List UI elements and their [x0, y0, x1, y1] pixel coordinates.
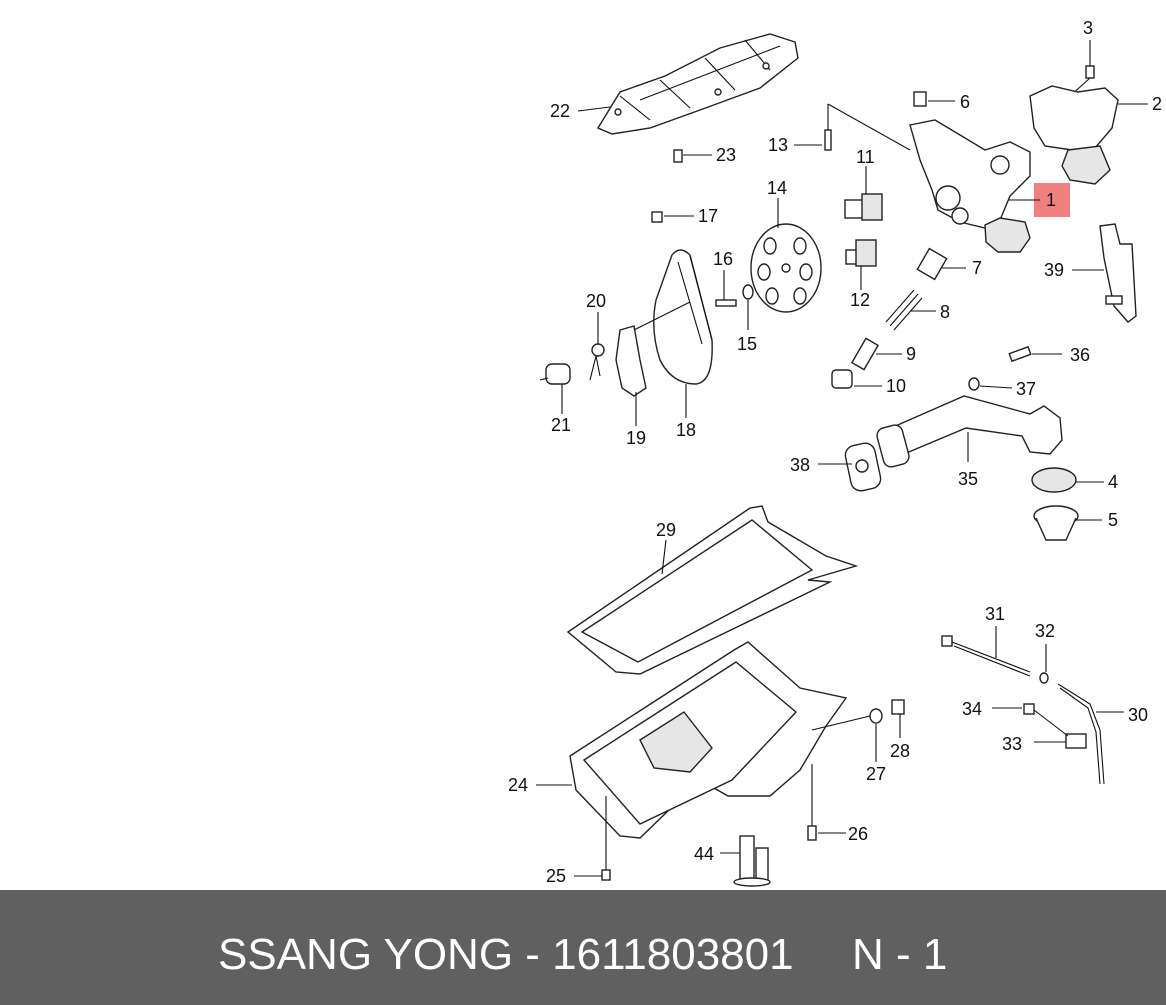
- part-10-plug: [831, 369, 882, 389]
- callout-39: 39: [1044, 260, 1064, 280]
- callout-32: 32: [1035, 621, 1055, 641]
- callout-36: 36: [1070, 345, 1090, 365]
- part-28-drain-plug: [891, 699, 905, 738]
- callout-31: 31: [985, 604, 1005, 624]
- part-33-clamp: [1034, 733, 1087, 749]
- callout-37: 37: [1016, 379, 1036, 399]
- callout-10: 10: [886, 376, 906, 396]
- callout-33: 33: [1002, 734, 1022, 754]
- part-1-oil-pump: [909, 119, 1031, 253]
- part-44-tool: [720, 835, 771, 887]
- part-20-spring: [589, 312, 605, 381]
- footer-bar: SSANG YONG - 1611803801 N - 1: [0, 890, 1166, 1005]
- part-18-chain: [653, 249, 713, 418]
- callout-20: 20: [586, 291, 606, 311]
- part-11-gear-shaft: [844, 166, 883, 221]
- part-38-gasket: [818, 442, 882, 492]
- part-7-valve-plunger: [916, 247, 966, 281]
- part-16-bolt: [715, 270, 737, 307]
- callout-2: 2: [1152, 94, 1162, 114]
- callout-17: 17: [698, 206, 718, 226]
- part-17-clip: [651, 211, 694, 223]
- part-30-guide-tube: [1057, 683, 1124, 785]
- callout-15: 15: [737, 334, 757, 354]
- part-32-o-ring: [1039, 644, 1049, 684]
- callout-6: 6: [960, 92, 970, 112]
- callout-22: 22: [550, 101, 570, 121]
- part-8-spring: [885, 289, 936, 331]
- callout-5: 5: [1108, 510, 1118, 530]
- part-29-pan-gasket: [566, 505, 859, 675]
- page-label: N - 1: [852, 930, 948, 979]
- part-37-washer: [968, 377, 1013, 391]
- part-27-washer: [869, 708, 883, 762]
- callout-27: 27: [866, 764, 886, 784]
- part-25-bolt: [574, 796, 611, 881]
- part-39-bracket: [1072, 223, 1137, 323]
- callout-24: 24: [508, 775, 528, 795]
- part-5-filter-element: [1033, 505, 1102, 541]
- callout-28: 28: [890, 741, 910, 761]
- part-6-bolt: [913, 91, 955, 107]
- part-21-sleeve: [539, 363, 571, 414]
- part-13-bolt: [794, 103, 911, 151]
- callout-8: 8: [940, 302, 950, 322]
- part-14-sprocket: [750, 198, 822, 313]
- part-22-cover-plate: [596, 33, 799, 135]
- part-12-gear-shaft: [845, 239, 877, 290]
- callout-26: 26: [848, 824, 868, 844]
- callout-38: 38: [790, 455, 810, 475]
- callout-labels: 1 2 3 4 5 6 7 8 9 10 11 12 13 14 15 16 1…: [508, 18, 1162, 886]
- callout-13: 13: [768, 135, 788, 155]
- callout-1: 1: [1046, 190, 1056, 210]
- callout-4: 4: [1108, 472, 1118, 492]
- part-35-oil-pickup: [876, 395, 1063, 468]
- part-23-bolt: [673, 149, 712, 163]
- part-34-bolt: [992, 703, 1069, 737]
- callout-18: 18: [676, 420, 696, 440]
- part-36-bolt: [1008, 345, 1062, 363]
- part-24-oil-pan: [536, 641, 848, 839]
- exploded-parts-diagram: 1 2 3 4 5 6 7 8 9 10 11 12 13 14 15 16 1…: [508, 18, 1162, 887]
- part-15-washer: [742, 284, 754, 330]
- part-31-dipstick: [941, 626, 1031, 677]
- part-9-valve-pin: [850, 337, 902, 371]
- callout-44: 44: [694, 844, 714, 864]
- callout-9: 9: [906, 344, 916, 364]
- part-3-bolt: [1069, 40, 1095, 97]
- part-26-bolt: [807, 715, 871, 841]
- callout-16: 16: [713, 249, 733, 269]
- part-4-cap: [1031, 467, 1104, 493]
- callout-30: 30: [1128, 705, 1148, 725]
- callout-11: 11: [856, 147, 875, 167]
- callout-3: 3: [1083, 18, 1093, 38]
- part-2-filter-housing: [1029, 85, 1148, 185]
- part-19-tensioner-rail: [615, 301, 691, 426]
- callout-12: 12: [850, 290, 870, 310]
- part-number-title: SSANG YONG - 1611803801: [218, 930, 794, 979]
- callout-7: 7: [972, 258, 982, 278]
- callout-34: 34: [962, 699, 982, 719]
- callout-29: 29: [656, 520, 676, 540]
- callout-19: 19: [626, 428, 646, 448]
- callout-14: 14: [767, 178, 787, 198]
- callout-25: 25: [546, 866, 566, 886]
- callout-35: 35: [958, 469, 978, 489]
- callout-23: 23: [716, 145, 736, 165]
- callout-21: 21: [551, 415, 571, 435]
